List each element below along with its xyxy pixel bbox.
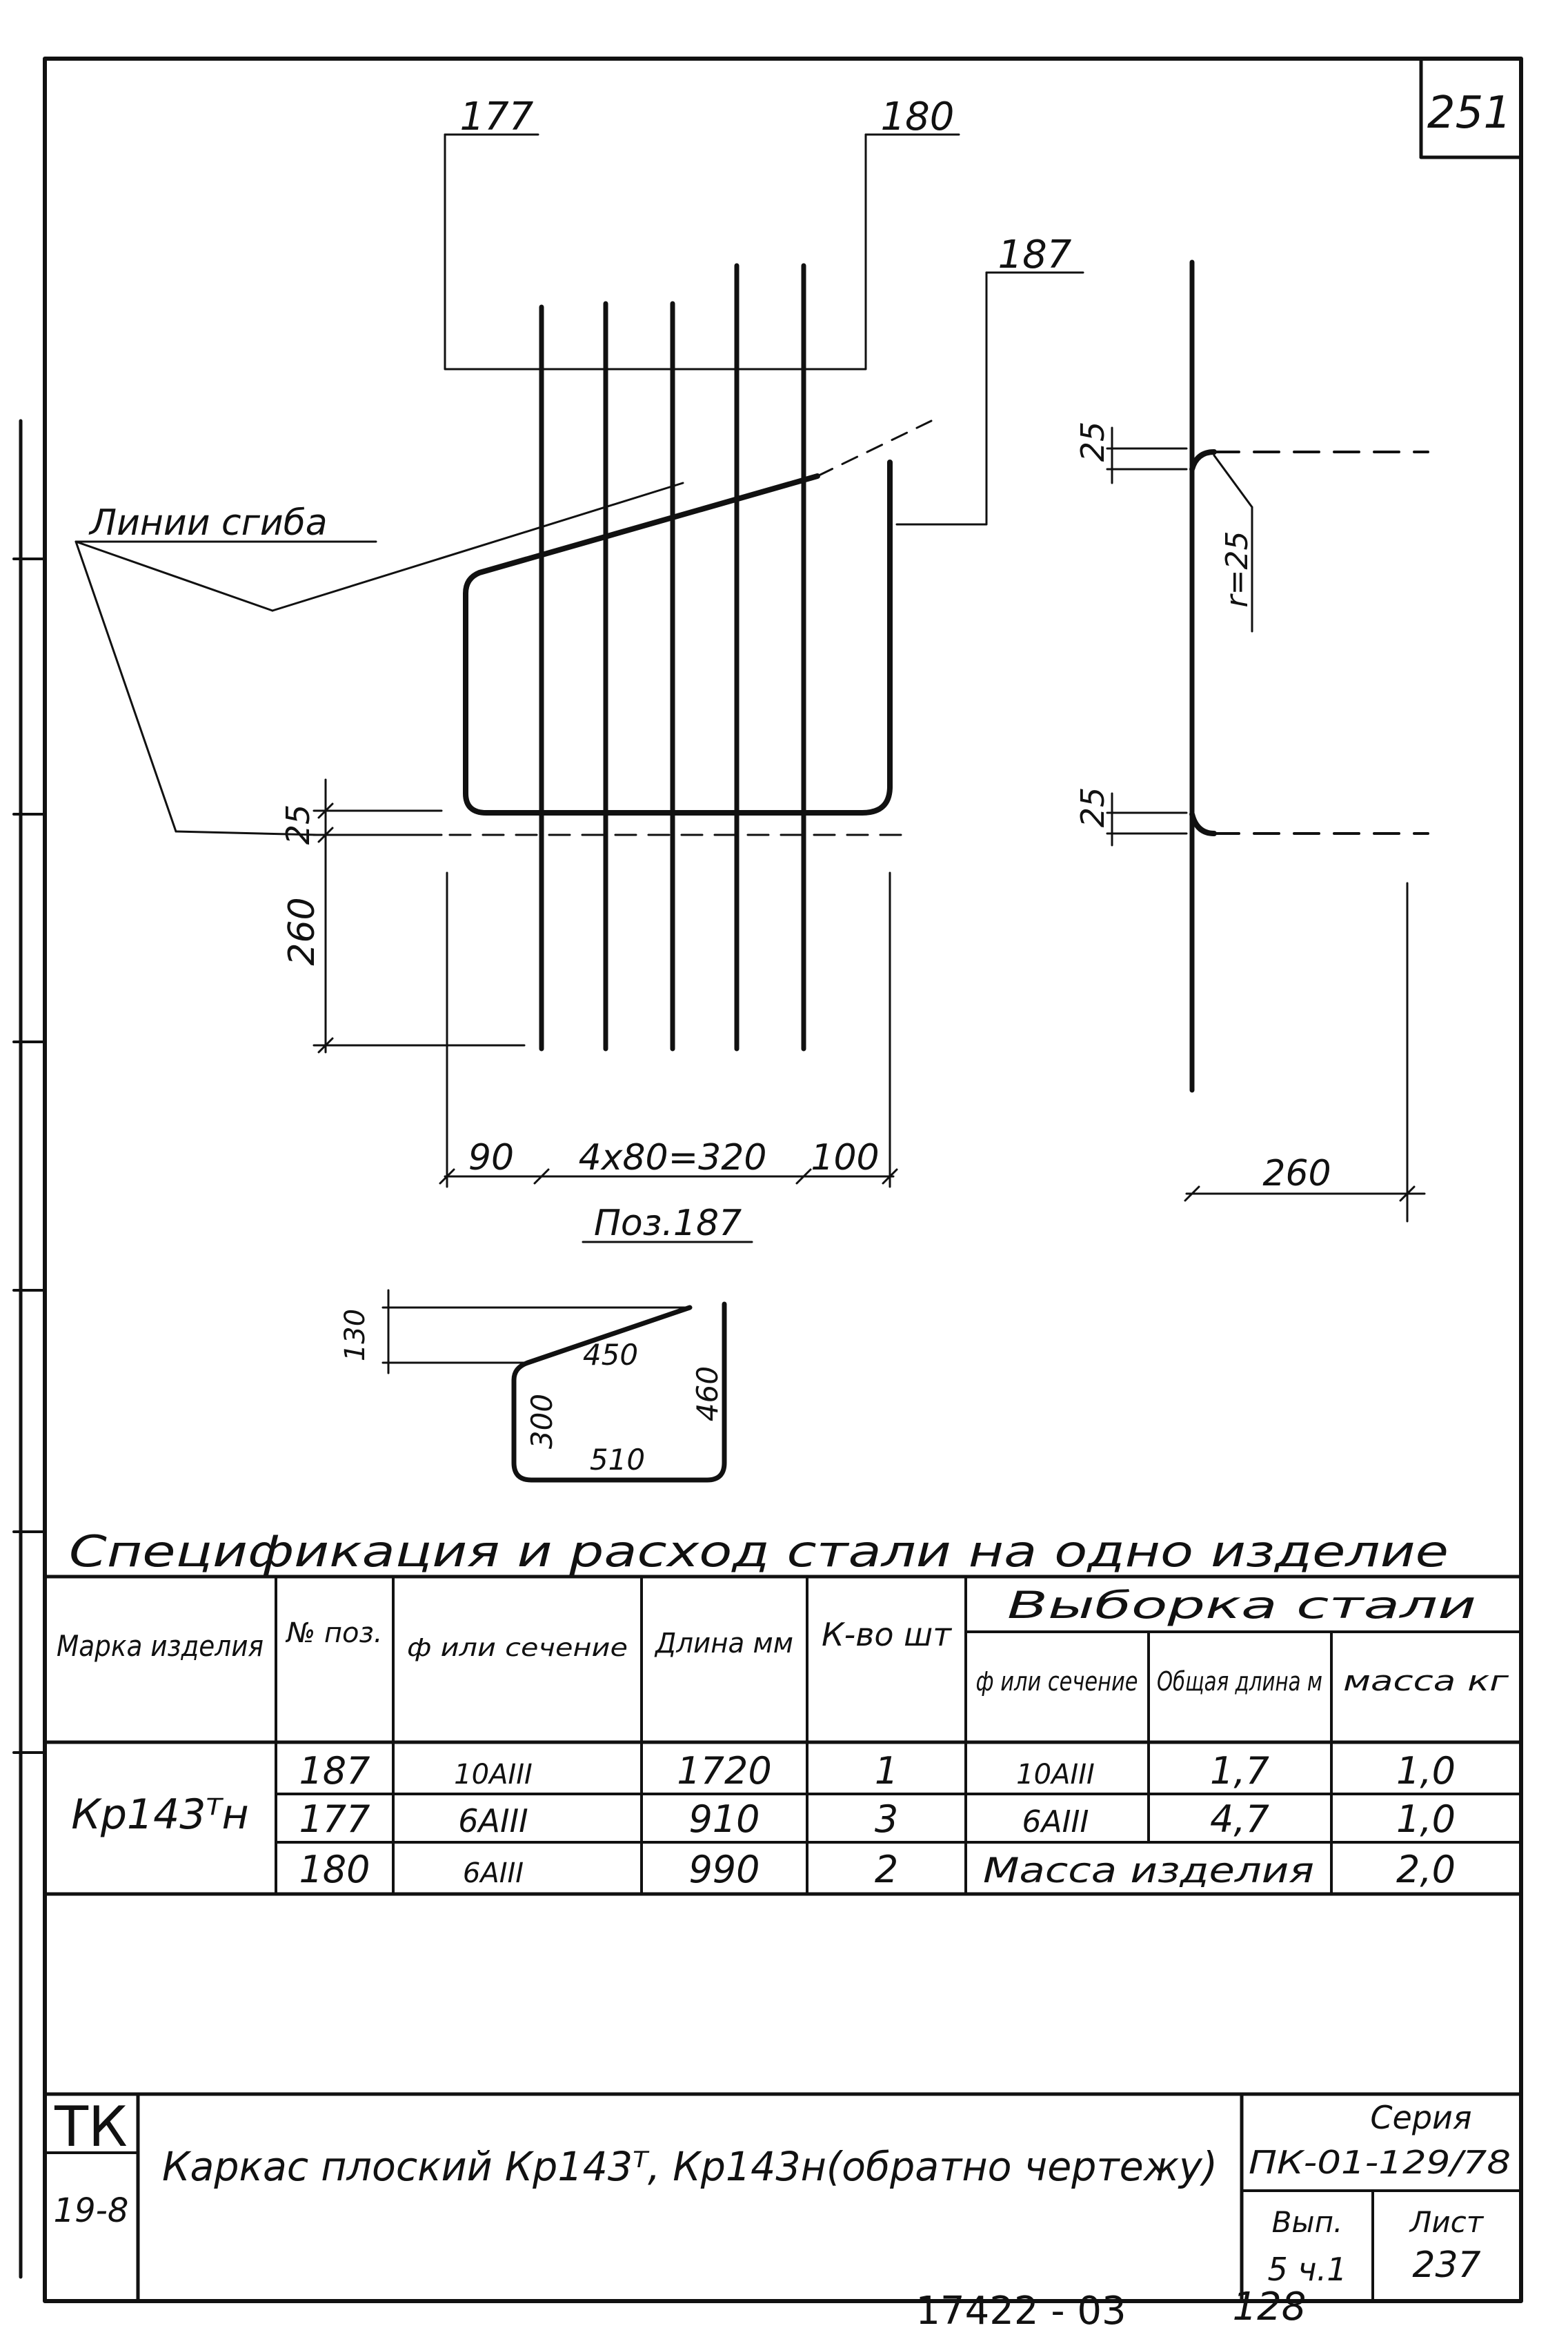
row3-section: 6АIII bbox=[463, 1857, 524, 1889]
header-selection: Выборка стали bbox=[1007, 1584, 1476, 1627]
row1-count: 1 bbox=[875, 1749, 898, 1793]
label-187: 187 bbox=[998, 233, 1072, 277]
footer-page: 128 bbox=[1233, 2285, 1307, 2328]
row3-length: 990 bbox=[688, 1848, 760, 1891]
dim-25-main: 25 bbox=[279, 805, 317, 845]
sheet-value: 237 bbox=[1412, 2245, 1480, 2286]
sheet-frame bbox=[43, 57, 1523, 2303]
dim-100: 100 bbox=[811, 1137, 879, 1178]
dim-260-main: 260 bbox=[281, 897, 323, 965]
row1-section: 10АIII bbox=[454, 1759, 533, 1791]
side-dim-260: 260 bbox=[1262, 1153, 1331, 1194]
dim-4x80: 4х80=320 bbox=[579, 1137, 767, 1178]
small-dim-450: 450 bbox=[583, 1338, 638, 1372]
mass-label: Масса изделия bbox=[983, 1851, 1314, 1891]
series-value: ПК-01-129/78 bbox=[1249, 2144, 1511, 2181]
position-caption: Поз.187 bbox=[594, 1203, 742, 1244]
side-dim-25-bottom: 25 bbox=[1074, 787, 1111, 828]
sheet-number: 251 bbox=[1427, 88, 1511, 139]
row1-sel-section: 10АIII bbox=[1016, 1759, 1095, 1791]
sheet-label: Лист bbox=[1409, 2205, 1485, 2239]
mass-value: 2,0 bbox=[1396, 1848, 1456, 1891]
small-dim-510: 510 bbox=[590, 1443, 645, 1477]
row2-sel-mass: 1,0 bbox=[1396, 1797, 1456, 1841]
org-code: 19-8 bbox=[54, 2191, 129, 2230]
label-180: 180 bbox=[881, 95, 955, 139]
row1-sel-length: 1,7 bbox=[1210, 1749, 1269, 1793]
header-sel-section: ф или сечение bbox=[976, 1666, 1138, 1697]
header-mark: Марка изделия bbox=[57, 1629, 264, 1663]
row1-sel-mass: 1,0 bbox=[1396, 1749, 1456, 1793]
bend-lines-label: Линии сгиба bbox=[88, 502, 328, 544]
header-sel-mass: масса кг bbox=[1343, 1666, 1509, 1697]
header-count: К-во шт bbox=[822, 1616, 952, 1653]
dim-90: 90 bbox=[468, 1137, 514, 1178]
issue-value: 5 ч.1 bbox=[1268, 2251, 1347, 2288]
org-label: ТК bbox=[54, 2095, 128, 2159]
row2-sel-length: 4,7 bbox=[1210, 1797, 1269, 1841]
header-pos: № поз. bbox=[286, 1617, 383, 1649]
header-section: ф или сечение bbox=[407, 1634, 628, 1662]
mark-value: Кр143ᵀн bbox=[71, 1791, 249, 1839]
spec-title: Спецификация и расход стали на одно изде… bbox=[69, 1526, 1449, 1577]
row2-length: 910 bbox=[688, 1797, 760, 1841]
row2-pos: 177 bbox=[299, 1797, 370, 1841]
side-radius: r=25 bbox=[1220, 531, 1255, 608]
label-177: 177 bbox=[460, 95, 534, 139]
small-dim-300: 300 bbox=[525, 1394, 559, 1449]
row2-section: 6АIII bbox=[458, 1802, 528, 1839]
series-label: Серия bbox=[1370, 2099, 1471, 2136]
row3-pos: 180 bbox=[299, 1848, 370, 1891]
small-dim-460: 460 bbox=[691, 1366, 724, 1421]
small-dim-130: 130 bbox=[339, 1309, 371, 1361]
title-description: Каркас плоский Кр143ᵀ, Кр143н(обратно че… bbox=[162, 2143, 1218, 2190]
side-dim-25-top: 25 bbox=[1074, 422, 1111, 462]
bent-bar-187 bbox=[463, 460, 893, 816]
footer-code: 17422 - 03 bbox=[915, 2289, 1126, 2328]
row1-pos: 187 bbox=[299, 1749, 370, 1793]
row2-sel-section: 6АIII bbox=[1022, 1804, 1089, 1839]
row3-count: 2 bbox=[875, 1848, 898, 1891]
row1-length: 1720 bbox=[677, 1749, 771, 1793]
header-length: Длина мм bbox=[654, 1628, 793, 1659]
row2-count: 3 bbox=[875, 1797, 898, 1841]
header-sel-length: Общая длина м bbox=[1157, 1666, 1322, 1697]
issue-label: Вып. bbox=[1272, 2205, 1343, 2239]
